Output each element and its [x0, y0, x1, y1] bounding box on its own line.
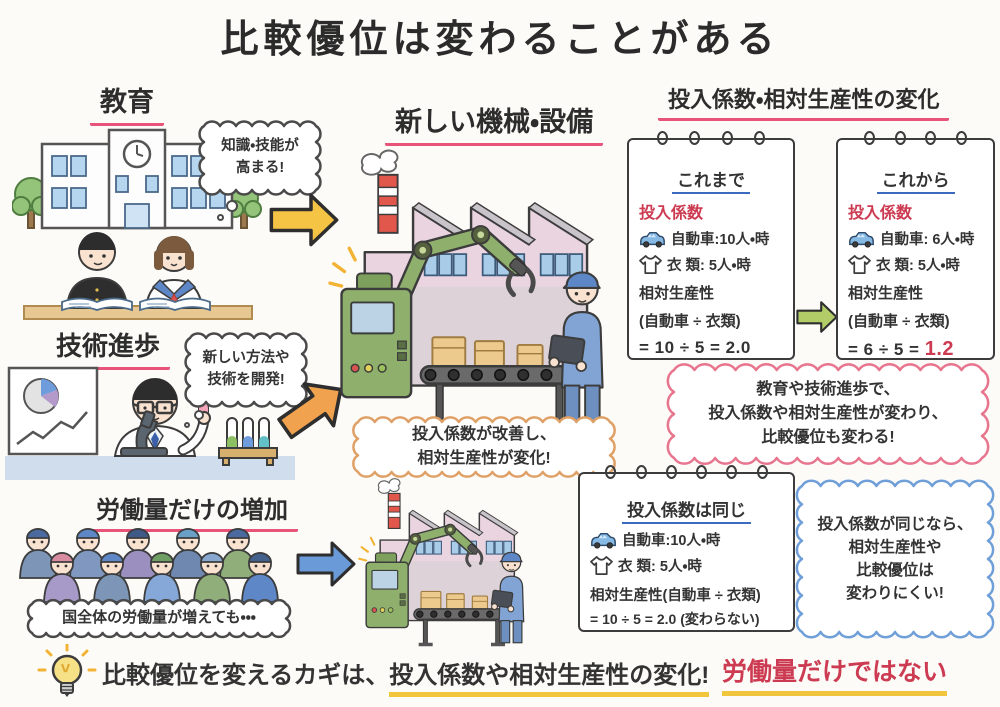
- tshirt-icon: [639, 255, 662, 274]
- cloud-line: 教育や技術進歩で、: [756, 381, 900, 398]
- tshirt-row: 衣 類: 5人・時: [590, 555, 783, 576]
- bubble-line: 高まる!: [235, 160, 285, 176]
- labor-arrow-icon: [296, 541, 356, 587]
- cloud-line: 変わりにくい!: [846, 585, 944, 603]
- productivity-result: = 10 ÷ 5 = 2.0 (変わらない): [590, 611, 760, 627]
- cloud-line: 比較優位は: [856, 562, 934, 579]
- bubble-line: 新しい方法や: [202, 350, 290, 367]
- page-title: 比較優位は変わることがある: [220, 19, 780, 61]
- car-row-text: 自動車:10人・時: [671, 232, 770, 248]
- car-icon: [849, 231, 874, 248]
- binder-ring: [605, 465, 617, 479]
- tshirt-row-text: 衣 類: 5人・時: [667, 258, 751, 274]
- card-same: 投入係数は同じ 自動車:10人・時 衣 類: 5人・時 相対生産性(自動車 ÷ …: [578, 465, 795, 632]
- car-row: 自動車: 6人・時: [848, 228, 983, 249]
- labor-bubble: 国全体の労働量が増えても・・・: [24, 596, 294, 641]
- machinery-bubble: 投入係数が改善し、 相対生産性が変化!: [350, 414, 618, 480]
- binder-ring: [635, 465, 647, 479]
- card-before-title: これまで: [639, 166, 783, 194]
- binder-ring: [665, 465, 677, 479]
- binder-ring: [689, 131, 701, 145]
- factory-small-illustration: [358, 470, 533, 651]
- card-same-title-text: 投入係数は同じ: [622, 501, 751, 524]
- thought-dot: [194, 410, 204, 420]
- car-row-text: 自動車: 6人・時: [880, 232, 975, 248]
- tshirt-row-text: 衣 類: 5人・時: [618, 559, 702, 575]
- binder-ring: [754, 131, 766, 145]
- cloud-line: 投入係数が同じなら、: [817, 515, 973, 533]
- productivity-label: 相対生産性: [639, 285, 715, 302]
- section-label-technology: 技術進歩: [46, 326, 171, 370]
- bubble-line: 国全体の労働量が増えても・・・: [62, 609, 256, 627]
- tshirt-row: 衣 類: 5人・時: [848, 254, 983, 275]
- change-summary-cloud: 教育や技術進歩で、 投入係数や相対生産性が変わり、 比較優位も変わる!: [666, 362, 990, 466]
- technology-thought-bubble: 新しい方法や 技術を開発!: [182, 330, 310, 410]
- card-after-title-text: これから: [876, 171, 955, 194]
- card-before-title-text: これまで: [672, 171, 750, 194]
- productivity-result: = 10 ÷ 5 = 2.0: [639, 338, 751, 357]
- car-icon: [640, 231, 665, 248]
- bubble-line: 相対生産性が変化!: [417, 450, 551, 467]
- binder-ring: [656, 131, 668, 145]
- thought-dot: [226, 200, 238, 212]
- binder-ring: [863, 131, 875, 145]
- workers-illustration: [19, 528, 279, 603]
- ring-binding: [586, 465, 787, 479]
- productivity-label: 相対生産性: [848, 285, 924, 302]
- before-after-arrow-icon: [796, 301, 838, 333]
- same-summary-cloud: 投入係数が同じなら、 相対生産性や 比較優位は 変わりにくい!: [794, 478, 996, 640]
- binder-ring: [726, 465, 738, 479]
- binder-ring: [756, 465, 768, 479]
- productivity-result: = 6 ÷ 5 = 1.2: [848, 338, 983, 361]
- car-row: 自動車:10人・時: [639, 228, 783, 249]
- result-prefix: = 6 ÷ 5 =: [848, 340, 925, 359]
- binder-ring: [925, 131, 937, 145]
- binder-ring: [894, 131, 906, 145]
- section-label-machinery: 新しい機械・設備: [385, 100, 604, 146]
- card-before: これまで 投入係数 自動車:10人・時 衣 類: 5人・時 相対生産性 (自動車…: [627, 131, 795, 360]
- footer-key-plain: 比較優位を変えるカギは、: [102, 662, 390, 689]
- lightbulb-icon: [37, 644, 97, 697]
- tshirt-row: 衣 類: 5人・時: [639, 254, 783, 275]
- productivity-formula: (自動車 ÷ 衣類): [639, 313, 741, 330]
- cloud-line: 相対生産性や: [848, 538, 942, 556]
- section-header-coefficients: 投入係数・相対生産性の変化: [658, 82, 950, 121]
- factory-large-illustration: [328, 136, 618, 436]
- productivity-formula: (自動車 ÷ 衣類): [848, 313, 950, 330]
- footer-warning: 労働量だけではない: [722, 652, 948, 696]
- education-thought-bubble: 知識・技能が 高まる!: [196, 118, 324, 198]
- card-same-title: 投入係数は同じ: [590, 496, 783, 524]
- tshirt-row-text: 衣 類: 5人・時: [876, 258, 960, 274]
- thought-dot: [184, 422, 190, 428]
- thought-dot: [217, 214, 224, 221]
- bubble-line: 知識・技能が: [221, 138, 299, 155]
- car-row-text: 自動車:10人・時: [622, 533, 721, 549]
- binder-ring: [721, 131, 733, 145]
- footer-key-underlined: 投入係数や相対生産性の変化!: [389, 662, 710, 697]
- card-after: これから 投入係数 自動車: 6人・時 衣 類: 5人・時 相対生産性 (自動車…: [836, 131, 995, 361]
- productivity-line: 相対生産性(自動車 ÷ 衣類): [590, 588, 761, 604]
- binder-ring: [696, 465, 708, 479]
- cloud-line: 投入係数や相対生産性が変わり、: [708, 405, 948, 422]
- binder-ring: [956, 131, 968, 145]
- result-highlight: 1.2: [924, 338, 955, 360]
- footer-key-message: 比較優位を変えるカギは、投入係数や相対生産性の変化!: [102, 655, 710, 697]
- ring-binding: [635, 131, 787, 145]
- ring-binding: [844, 131, 987, 145]
- cloud-line: 比較優位も変わる!: [761, 429, 895, 446]
- coef-heading: 投入係数: [639, 205, 704, 222]
- card-after-title: これから: [848, 166, 983, 194]
- bubble-line: 投入係数が改善し、: [411, 426, 556, 443]
- car-icon: [591, 532, 616, 549]
- bubble-line: 技術を開発!: [207, 372, 285, 388]
- scientist-illustration: [5, 366, 295, 480]
- tshirt-icon: [848, 255, 871, 274]
- section-label-education: 教育: [90, 80, 164, 126]
- coef-heading: 投入係数: [848, 205, 913, 222]
- tshirt-icon: [590, 556, 613, 575]
- car-row: 自動車:10人・時: [590, 529, 783, 550]
